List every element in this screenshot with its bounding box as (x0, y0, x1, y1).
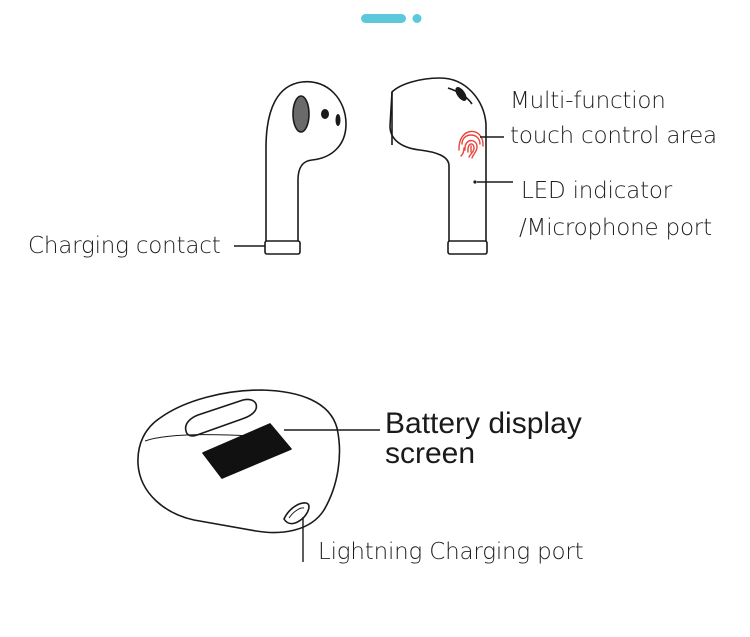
right-earbud (389, 77, 488, 255)
right-earbud-mic-slot (455, 87, 467, 101)
lightning-port-label: Lightning Charging port (318, 539, 584, 565)
charging-case (137, 389, 341, 534)
left-earbud (264, 81, 347, 255)
page-indicator-active (361, 14, 406, 23)
battery-display-label: Battery display (385, 407, 582, 440)
case-hinge (184, 398, 258, 437)
fingerprint-icon (458, 130, 484, 159)
lightning-port-inner (288, 507, 305, 519)
left-earbud-vent-2 (335, 114, 341, 126)
screen-label: screen (385, 437, 476, 470)
left-earbud-speaker (292, 95, 310, 133)
microphone-port-label: /Microphone port (519, 215, 712, 241)
multi-function-label: Multi-function (510, 88, 666, 114)
left-earbud-vent (321, 109, 329, 119)
page-indicator-dot (412, 14, 422, 23)
touch-control-label: touch control area (510, 123, 717, 149)
left-earbud-body (265, 81, 347, 247)
battery-display-screen (202, 423, 292, 479)
left-earbud-tip (264, 240, 301, 255)
led-indicator-dot (473, 180, 477, 184)
charging-contact-label: Charging contact (28, 233, 221, 259)
led-indicator-label: LED indicator (521, 178, 673, 204)
right-earbud-tip (447, 240, 488, 255)
